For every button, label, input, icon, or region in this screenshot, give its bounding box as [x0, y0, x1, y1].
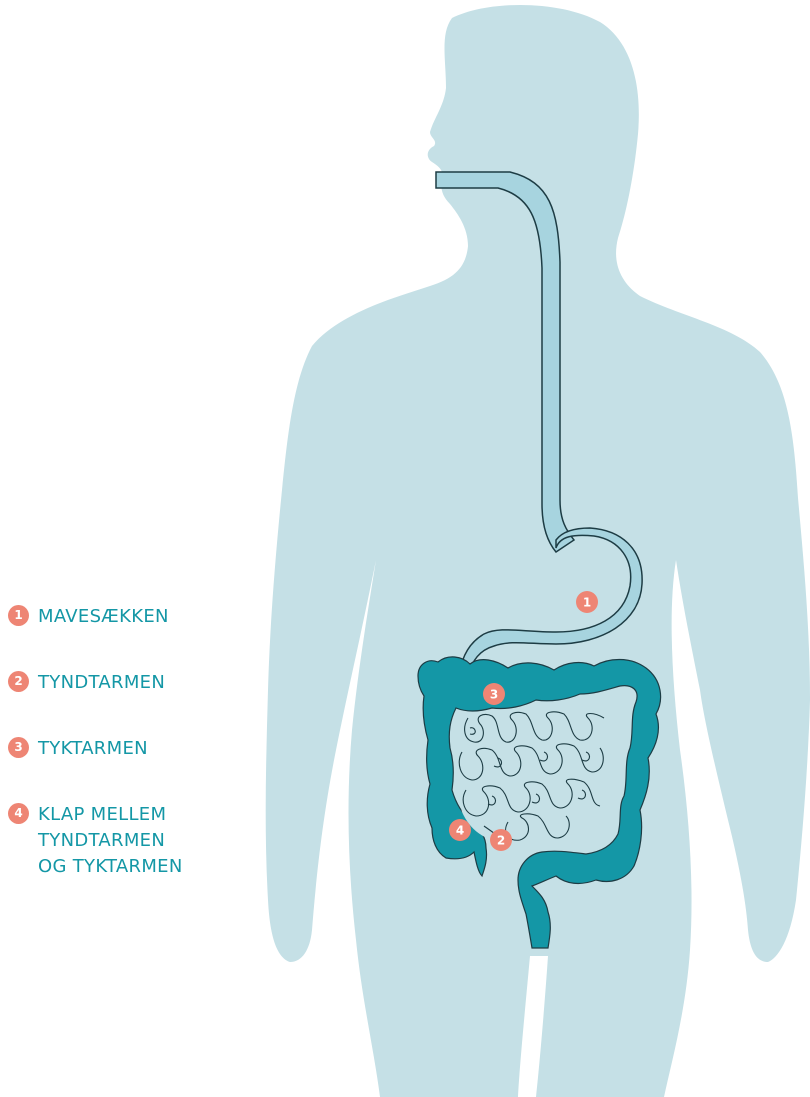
legend-label-large-intestine: TYKTARMEN — [38, 736, 148, 762]
marker-small-intestine-number: 2 — [497, 834, 505, 848]
legend-badge-2: 2 — [8, 671, 29, 692]
legend-label-stomach: MAVESÆKKEN — [38, 604, 169, 630]
marker-valve-number: 4 — [456, 824, 464, 838]
legend: 1 MAVESÆKKEN 2 TYNDTARMEN 3 TYKTARMEN 4 … — [8, 604, 248, 880]
marker-large-intestine-number: 3 — [490, 688, 498, 702]
legend-badge-4: 4 — [8, 803, 29, 824]
legend-badge-3: 3 — [8, 737, 29, 758]
legend-item-large-intestine: 3 TYKTARMEN — [8, 736, 248, 762]
marker-stomach-number: 1 — [583, 596, 591, 610]
marker-large-intestine: 3 — [483, 683, 505, 705]
marker-valve: 4 — [449, 819, 471, 841]
legend-item-valve: 4 KLAP MELLEM TYNDTARMEN OG TYKTARMEN — [8, 802, 248, 880]
legend-label-small-intestine: TYNDTARMEN — [38, 670, 165, 696]
legend-label-valve: KLAP MELLEM TYNDTARMEN OG TYKTARMEN — [38, 802, 183, 880]
legend-item-small-intestine: 2 TYNDTARMEN — [8, 670, 248, 696]
marker-stomach: 1 — [576, 591, 598, 613]
marker-small-intestine: 2 — [490, 829, 512, 851]
legend-item-stomach: 1 MAVESÆKKEN — [8, 604, 248, 630]
legend-badge-1: 1 — [8, 605, 29, 626]
